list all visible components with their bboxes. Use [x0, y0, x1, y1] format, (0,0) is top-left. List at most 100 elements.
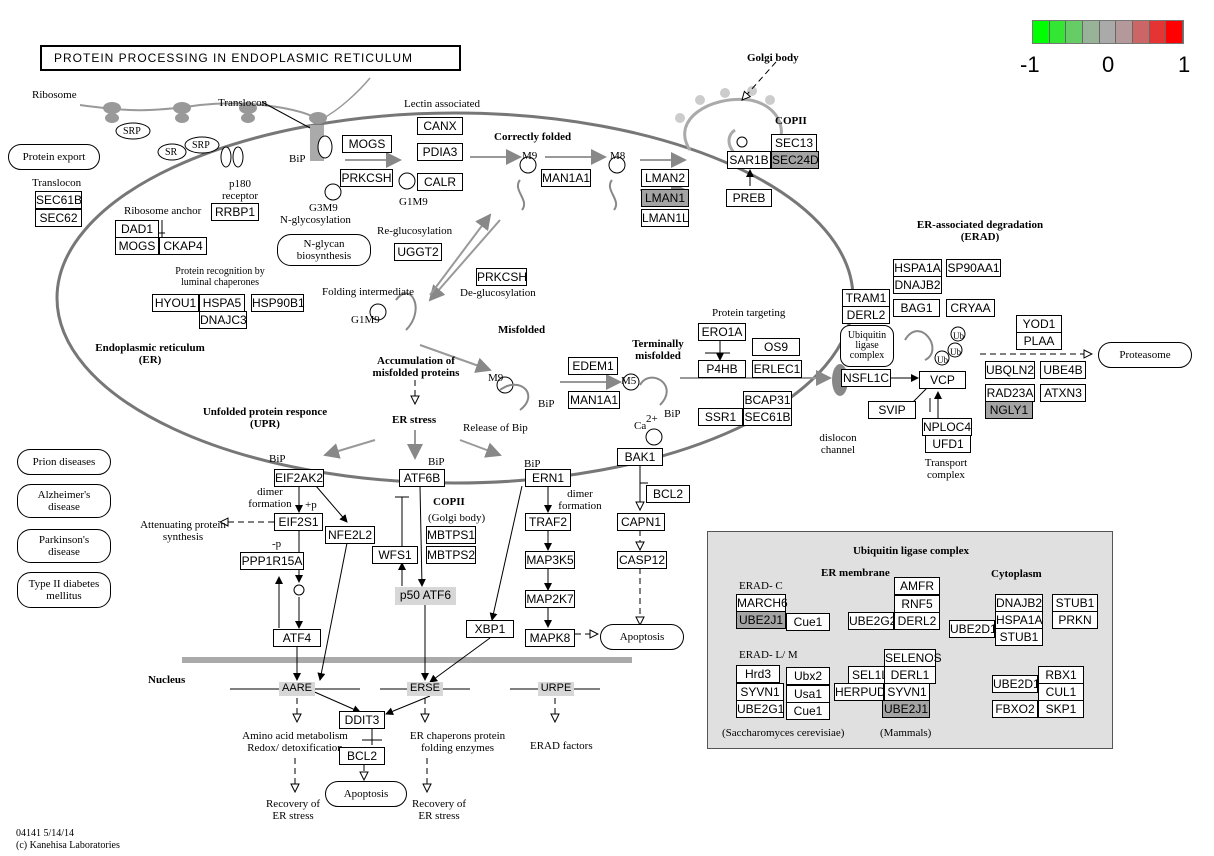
- gene-lman2[interactable]: LMAN2: [641, 169, 689, 187]
- gene-os9[interactable]: OS9: [752, 338, 800, 356]
- gene-ssr1[interactable]: SSR1: [698, 408, 743, 426]
- panel-ube2d1[interactable]: UBE2D1: [949, 620, 997, 638]
- pill-nglycan[interactable]: N-glycan biosynthesis: [277, 234, 371, 266]
- panel-cul1[interactable]: CUL1: [1038, 683, 1084, 701]
- panel-stub1b[interactable]: STUB1: [1052, 594, 1098, 612]
- gene-hyou1[interactable]: HYOU1: [152, 294, 199, 312]
- panel-derl1[interactable]: DERL1: [884, 666, 936, 684]
- gene-vcp[interactable]: VCP: [919, 371, 966, 389]
- panel-syvn1[interactable]: SYVN1: [736, 683, 784, 701]
- gene-casp12[interactable]: CASP12: [617, 551, 667, 569]
- pill-alzheimer[interactable]: Alzheimer's disease: [17, 484, 111, 518]
- pill-protein-export[interactable]: Protein export: [8, 144, 100, 170]
- element-urpe[interactable]: URPE: [538, 682, 574, 696]
- panel-rnf5[interactable]: RNF5: [894, 595, 940, 613]
- gene-mogs2[interactable]: MOGS: [342, 135, 392, 153]
- gene-rad23a[interactable]: RAD23A: [985, 384, 1035, 402]
- panel-skp1[interactable]: SKP1: [1038, 700, 1084, 718]
- panel-march6[interactable]: MARCH6: [736, 594, 788, 612]
- gene-plaa[interactable]: PLAA: [1016, 332, 1062, 350]
- panel-syvn1b[interactable]: SYVN1: [884, 683, 930, 701]
- gene-bcl2b[interactable]: BCL2: [339, 747, 385, 765]
- gene-sec13[interactable]: SEC13: [771, 134, 817, 152]
- gene-ddit3[interactable]: DDIT3: [339, 711, 385, 729]
- gene-map2k7[interactable]: MAP2K7: [525, 590, 575, 608]
- panel-selenos[interactable]: SELENOS: [884, 649, 942, 667]
- gene-lman1[interactable]: LMAN1: [641, 189, 689, 207]
- gene-man1a1[interactable]: MAN1A1: [541, 169, 591, 187]
- gene-prkcsh2[interactable]: PRKCSH: [476, 268, 528, 286]
- panel-hrd3[interactable]: Hrd3: [736, 665, 780, 683]
- panel-usa1[interactable]: Usa1: [786, 685, 830, 703]
- gene-p50atf6[interactable]: p50 ATF6: [395, 587, 456, 605]
- gene-calr[interactable]: CALR: [417, 173, 463, 191]
- gene-bak1[interactable]: BAK1: [617, 448, 663, 466]
- gene-ero1a[interactable]: ERO1A: [698, 323, 746, 341]
- panel-cue1[interactable]: Cue1: [786, 613, 830, 631]
- panel-herpud1[interactable]: HERPUD1: [834, 683, 893, 701]
- gene-ern1[interactable]: ERN1: [525, 469, 571, 487]
- element-erse[interactable]: ERSE: [407, 682, 443, 696]
- gene-ufd1[interactable]: UFD1: [925, 435, 971, 453]
- panel-ube2j1b[interactable]: UBE2J1: [882, 700, 930, 718]
- gene-ubqln2[interactable]: UBQLN2: [985, 361, 1035, 379]
- gene-ppp1r15a[interactable]: PPP1R15A: [240, 552, 304, 570]
- panel-ube2d1b[interactable]: UBE2D1: [992, 675, 1040, 693]
- gene-nfe2l2[interactable]: NFE2L2: [325, 526, 375, 544]
- gene-svip[interactable]: SVIP: [868, 401, 916, 419]
- gene-atf4[interactable]: ATF4: [273, 629, 321, 647]
- gene-nsfl1c[interactable]: NSFL1C: [841, 369, 891, 387]
- gene-edem1[interactable]: EDEM1: [568, 357, 618, 375]
- gene-erlec1[interactable]: ERLEC1: [752, 360, 802, 378]
- gene-mogs[interactable]: MOGS: [115, 237, 159, 255]
- panel-dnajb2[interactable]: DNAJB2: [995, 594, 1043, 612]
- gene-lman1l[interactable]: LMAN1L: [641, 209, 689, 227]
- panel-hspa1a[interactable]: HSPA1A: [995, 611, 1043, 629]
- gene-sec62[interactable]: SEC62: [35, 209, 82, 227]
- gene-pdia3[interactable]: PDIA3: [417, 143, 463, 161]
- pill-prion[interactable]: Prion diseases: [17, 449, 111, 475]
- gene-canx[interactable]: CANX: [417, 117, 463, 135]
- gene-ngly1[interactable]: NGLY1: [985, 401, 1033, 419]
- gene-bag1[interactable]: BAG1: [893, 299, 940, 317]
- gene-preb[interactable]: PREB: [726, 189, 772, 207]
- gene-wfs1[interactable]: WFS1: [372, 546, 418, 564]
- gene-traf2[interactable]: TRAF2: [525, 513, 571, 531]
- gene-derl2[interactable]: DERL2: [842, 306, 890, 324]
- gene-hsp90b1[interactable]: HSP90B1: [251, 294, 305, 312]
- gene-eif2ak2[interactable]: EIF2AK2: [274, 469, 324, 487]
- gene-tram1[interactable]: TRAM1: [842, 289, 890, 307]
- pill-apoptosis1[interactable]: Apoptosis: [600, 624, 684, 650]
- gene-dnajb2[interactable]: DNAJB2: [893, 276, 942, 294]
- gene-mbtps1[interactable]: MBTPS1: [426, 526, 476, 544]
- gene-dnajc3[interactable]: DNAJC3: [199, 311, 247, 329]
- panel-fbxo2[interactable]: FBXO2: [992, 700, 1038, 718]
- gene-ckap4[interactable]: CKAP4: [159, 237, 207, 255]
- gene-yod1[interactable]: YOD1: [1016, 315, 1062, 333]
- gene-rrbp1[interactable]: RRBP1: [211, 203, 259, 221]
- gene-bcap31[interactable]: BCAP31: [743, 391, 792, 409]
- gene-man1a1b[interactable]: MAN1A1: [568, 391, 620, 409]
- pill-parkinson[interactable]: Parkinson's disease: [17, 529, 111, 563]
- gene-mapk8[interactable]: MAPK8: [525, 629, 575, 647]
- gene-mbtps2[interactable]: MBTPS2: [426, 546, 476, 564]
- pill-apoptosis2[interactable]: Apoptosis: [325, 781, 407, 807]
- gene-cryaa[interactable]: CRYAA: [946, 299, 995, 317]
- gene-prkcsh[interactable]: PRKCSH: [340, 169, 393, 187]
- pill-diabetes[interactable]: Type II diabetes mellitus: [17, 572, 111, 608]
- gene-nploc4[interactable]: NPLOC4: [922, 418, 972, 436]
- panel-amfr[interactable]: AMFR: [894, 577, 940, 595]
- gene-capn1[interactable]: CAPN1: [617, 513, 665, 531]
- gene-uggt2[interactable]: UGGT2: [394, 243, 442, 261]
- element-aare[interactable]: AARE: [279, 682, 315, 696]
- pill-proteasome[interactable]: Proteasome: [1098, 342, 1192, 368]
- gene-sec61b2[interactable]: SEC61B: [743, 408, 792, 426]
- gene-sar1b[interactable]: SAR1B: [727, 151, 771, 169]
- gene-sec61b[interactable]: SEC61B: [35, 191, 83, 209]
- gene-dad1[interactable]: DAD1: [115, 220, 159, 238]
- pill-ubiquitin-ligase[interactable]: Ubiquitin ligase complex: [840, 325, 894, 367]
- gene-xbp1[interactable]: XBP1: [466, 620, 514, 638]
- gene-hspa5[interactable]: HSPA5: [199, 294, 245, 312]
- gene-hspa1a[interactable]: HSPA1A: [893, 259, 942, 277]
- panel-stub1[interactable]: STUB1: [995, 628, 1043, 646]
